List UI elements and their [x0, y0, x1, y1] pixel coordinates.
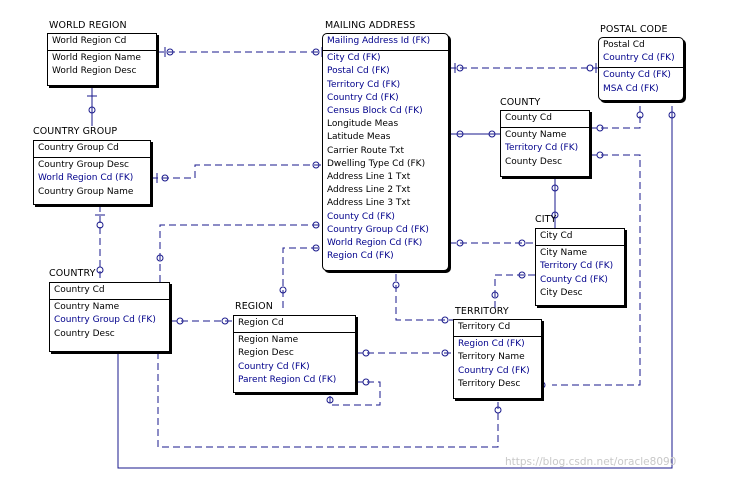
attribute-row: County Cd (FK) — [603, 70, 671, 81]
attribute-row: Country Cd (FK) — [458, 365, 530, 376]
attr-section: County Cd (FK) MSA Cd (FK) — [599, 67, 683, 97]
rel-country-group-mailing — [151, 164, 322, 179]
attribute-row: Address Line 1 Txt — [327, 172, 411, 183]
attribute-row: Carrier Route Txt — [327, 145, 404, 156]
attribute-row: Region Cd — [238, 318, 284, 328]
entity-box[interactable]: Postal Cd Country Cd (FK) County Cd (FK) M… — [598, 37, 684, 101]
key-section: Country Cd — [50, 283, 169, 299]
attribute-row: City Desc — [540, 287, 583, 298]
entity-title: COUNTY — [500, 97, 541, 108]
entity-title: POSTAL CODE — [600, 24, 668, 35]
attr-section: City Cd (FK) Postal Cd (FK) Territory Cd (… — [323, 50, 448, 265]
entity-title: CITY — [535, 214, 557, 225]
attribute-row: World Region Name — [52, 53, 141, 64]
attribute-row: County Name — [505, 130, 567, 141]
rel-mailing-territory — [395, 274, 453, 321]
rel-country-territory — [157, 352, 499, 448]
key-section: Country Group Cd — [34, 141, 150, 157]
attribute-row: Country Group Desc — [38, 160, 129, 171]
key-section: World Region Cd — [48, 34, 156, 50]
rel-county-postal — [590, 106, 641, 129]
attribute-row: Territory Name — [458, 352, 525, 363]
attribute-row: Country Cd (FK) — [603, 53, 675, 64]
attribute-row: World Region Cd (FK) — [327, 238, 423, 249]
rel-territory-county — [552, 154, 641, 386]
entity-title: WORLD REGION — [49, 20, 127, 31]
attribute-row: Address Line 2 Txt — [327, 185, 411, 196]
entity-title: TERRITORY — [455, 306, 509, 317]
attribute-row: Parent Region Cd (FK) — [238, 374, 337, 385]
rel-region-self — [329, 381, 381, 406]
attribute-row: City Cd — [540, 231, 573, 241]
attribute-row: Country Cd — [54, 285, 105, 295]
attribute-row: Country Name — [54, 302, 120, 313]
key-section: Postal Cd Country Cd (FK) — [599, 38, 683, 67]
watermark-text: https://blog.csdn.net/oracle8090 — [505, 456, 677, 468]
attribute-row: Dwelling Type Cd (FK) — [327, 158, 426, 169]
attribute-row: Postal Cd (FK) — [327, 66, 390, 77]
attribute-row: Country Cd (FK) — [327, 92, 399, 103]
attribute-row: Census Block Cd (FK) — [327, 106, 423, 117]
attribute-row: Address Line 3 Txt — [327, 198, 411, 209]
key-section: Territory Cd — [454, 320, 541, 336]
entity-title: COUNTRY GROUP — [33, 126, 118, 137]
attribute-row: Mailing Address Id (FK) — [327, 36, 431, 46]
attribute-row: Country Group Name — [38, 186, 134, 197]
entity-title: COUNTRY — [49, 268, 96, 279]
attribute-row: World Region Desc — [52, 66, 137, 77]
attribute-row: Country Group Cd (FK) — [327, 224, 429, 235]
key-section: City Cd — [536, 229, 624, 245]
rel-country-mailing — [159, 224, 322, 282]
attribute-row: Postal Cd — [603, 40, 645, 50]
attribute-row: Region Cd (FK) — [458, 339, 525, 350]
attribute-row: Country Cd (FK) — [238, 361, 310, 372]
attribute-row: Region Desc — [238, 348, 294, 359]
attribute-row: Territory Desc — [458, 378, 521, 389]
key-section: Region Cd — [234, 316, 355, 332]
attribute-row: Longitude Meas — [327, 119, 399, 130]
attribute-row: County Cd (FK) — [540, 274, 608, 285]
attribute-row: County Desc — [505, 156, 563, 167]
rel-region-mailing — [282, 247, 322, 308]
attribute-row: World Region Cd (FK) — [38, 173, 134, 184]
attribute-row: Region Cd (FK) — [327, 251, 394, 262]
entity-box[interactable]: Territory Cd Region Cd (FK) Territory Nam… — [453, 319, 542, 399]
key-section: Mailing Address Id (FK) — [323, 34, 448, 50]
entity-title: REGION — [235, 301, 273, 312]
attribute-row: City Name — [540, 248, 588, 259]
entity-box[interactable]: Mailing Address Id (FK) City Cd (FK) Post… — [322, 33, 449, 271]
attribute-row: Country Group Cd (FK) — [54, 315, 156, 326]
attribute-row: Region Name — [238, 335, 299, 346]
attribute-row: Territory Cd (FK) — [505, 143, 579, 154]
attribute-row: MSA Cd (FK) — [603, 83, 659, 94]
key-section: County Cd — [501, 111, 589, 127]
attribute-row: County Cd — [505, 113, 552, 123]
rel-city-territory — [494, 274, 535, 310]
rel-country-postal — [117, 106, 673, 469]
attribute-row: Latitude Meas — [327, 132, 391, 143]
attribute-row: Country Group Cd — [38, 143, 119, 153]
attribute-row: Territory Cd (FK) — [540, 261, 614, 272]
attribute-row: Country Desc — [54, 328, 115, 339]
attribute-row: City Cd (FK) — [327, 53, 381, 64]
attribute-row: County Cd (FK) — [327, 211, 395, 222]
attribute-row: Territory Cd — [458, 322, 511, 332]
attribute-row: Territory Cd (FK) — [327, 79, 401, 90]
entity-title: MAILING ADDRESS — [325, 20, 416, 31]
attribute-row: World Region Cd — [52, 36, 127, 46]
